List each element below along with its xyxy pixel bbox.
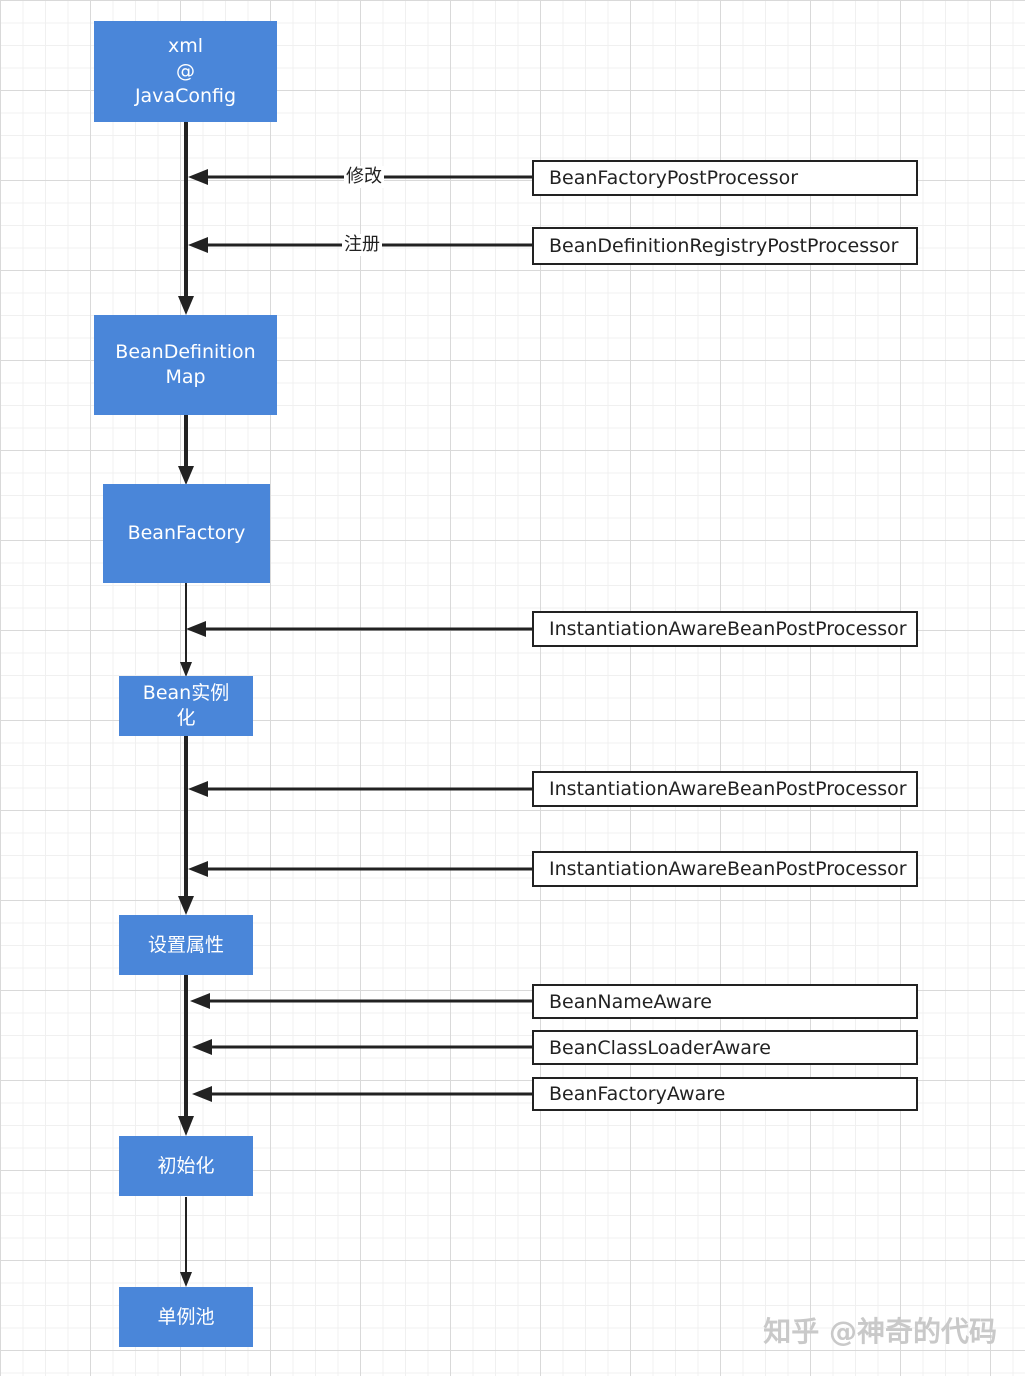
arrowhead-to-pool [180,1272,192,1287]
arrowhead-to-instantiate [180,662,192,677]
edge-label-modify: 修改 [344,166,384,188]
processor-bean-factory-post-processor[interactable]: BeanFactoryPostProcessor [532,160,918,196]
edge-label-register: 注册 [342,234,382,256]
arrowhead-bdrpp [188,237,208,253]
arrowhead-to-properties [178,896,194,915]
arrowhead-bean-name-aware [190,993,210,1009]
arrowhead-to-map [178,296,194,315]
arrowhead-to-init [178,1116,194,1136]
watermark: 知乎 @神奇的代码 [763,1315,997,1348]
arrowhead-iabpp-1 [186,621,206,637]
arrowhead-iabpp-3 [188,861,208,877]
node-singleton-pool[interactable]: 单例池 [119,1287,253,1347]
arrowhead-to-factory [178,466,194,485]
node-bean-instantiate[interactable]: Bean实例 化 [119,676,253,736]
processor-instantiation-aware-3[interactable]: InstantiationAwareBeanPostProcessor [532,851,918,887]
processor-bean-name-aware[interactable]: BeanNameAware [532,984,918,1019]
arrowhead-bean-factory-aware [192,1086,212,1102]
node-set-properties[interactable]: 设置属性 [119,915,253,975]
processor-bean-class-loader-aware[interactable]: BeanClassLoaderAware [532,1030,918,1065]
node-bean-definition-map[interactable]: BeanDefinition Map [94,315,277,415]
node-config[interactable]: xml @ JavaConfig [94,21,277,122]
processor-bean-definition-registry-post-processor[interactable]: BeanDefinitionRegistryPostProcessor [532,227,918,265]
processor-bean-factory-aware[interactable]: BeanFactoryAware [532,1077,918,1111]
arrowhead-bean-class-loader-aware [192,1039,212,1055]
processor-instantiation-aware-2[interactable]: InstantiationAwareBeanPostProcessor [532,771,918,807]
node-initialize[interactable]: 初始化 [119,1136,253,1196]
processor-instantiation-aware-1[interactable]: InstantiationAwareBeanPostProcessor [532,611,918,647]
arrowhead-bfpp [188,169,208,185]
arrowhead-iabpp-2 [188,781,208,797]
node-bean-factory[interactable]: BeanFactory [103,484,270,583]
